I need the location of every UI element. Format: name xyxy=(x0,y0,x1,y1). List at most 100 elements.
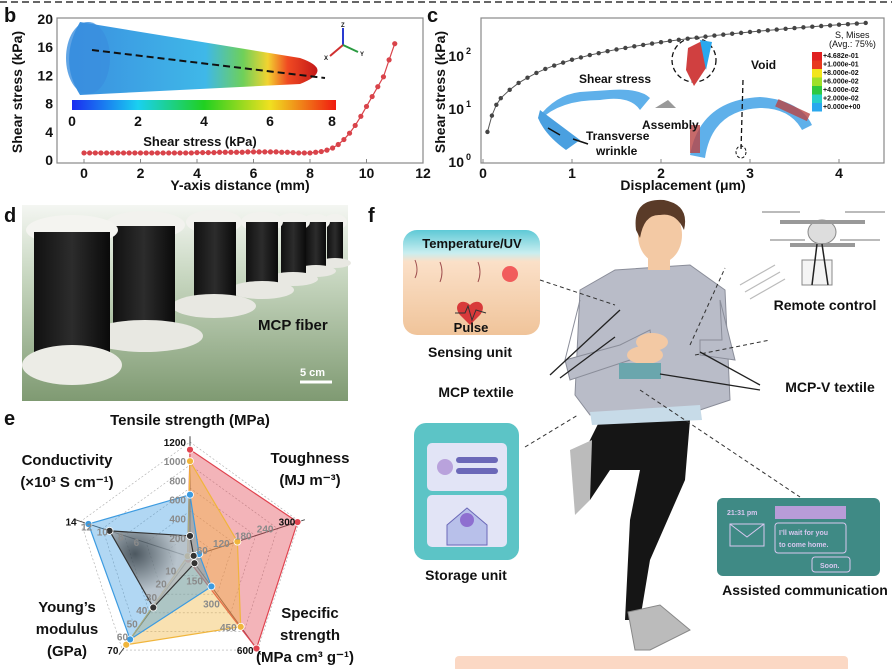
data-point xyxy=(641,42,646,48)
pointer-arrows xyxy=(549,309,761,391)
legend-swatch xyxy=(812,60,822,69)
data-point xyxy=(703,34,708,39)
x-axis-label-c: Displacement (μm) xyxy=(620,177,745,193)
data-point xyxy=(194,149,200,156)
data-point xyxy=(188,150,194,156)
radar-point xyxy=(122,640,131,649)
radar-axis-label: Toughness xyxy=(271,450,350,467)
data-point xyxy=(738,30,744,36)
data-point xyxy=(801,25,806,30)
data-point xyxy=(756,28,762,34)
data-point xyxy=(369,93,375,100)
data-point xyxy=(774,27,779,32)
data-point xyxy=(233,149,240,155)
axis-triad-icon: Z X Y xyxy=(324,23,364,62)
radar-point xyxy=(190,559,199,568)
data-point xyxy=(485,129,490,135)
sensing-unit-label: Sensing unit xyxy=(428,344,512,360)
envelope-icon xyxy=(729,523,765,547)
svg-text:S, Mises: S, Mises xyxy=(835,30,870,40)
data-point xyxy=(765,28,770,33)
x-tick-label: 8 xyxy=(306,165,314,181)
data-point xyxy=(171,150,177,156)
legend-entry: +4.682e-01 xyxy=(823,53,859,60)
radar-tick-label: 1200 xyxy=(164,438,187,449)
annotation-transverse: Transverse xyxy=(586,129,650,143)
radar-tick-label: 10 xyxy=(165,566,177,577)
data-point xyxy=(386,57,392,63)
data-point xyxy=(284,149,290,155)
fiber-spools-photo xyxy=(22,205,351,401)
data-point xyxy=(819,23,824,29)
panel-label-e: e xyxy=(4,408,15,430)
data-point xyxy=(256,149,262,155)
radar-tick-label: 10 xyxy=(97,528,109,539)
data-point xyxy=(358,113,364,119)
data-point xyxy=(267,149,274,155)
radar-tick-label: 400 xyxy=(169,515,186,526)
mcp-v-textile-patch xyxy=(619,363,661,379)
radar-point xyxy=(186,532,194,540)
data-point xyxy=(250,149,257,155)
radar-tick-label: 1000 xyxy=(164,457,187,468)
data-point xyxy=(623,45,628,51)
data-point xyxy=(380,74,387,80)
radar-axis xyxy=(189,519,305,558)
annotation-void: Void xyxy=(751,58,776,72)
y-axis-label-b: Shear stress (kPa) xyxy=(9,31,25,153)
data-point xyxy=(685,36,690,41)
data-point xyxy=(166,150,172,156)
data-point xyxy=(217,149,223,155)
radar-tick-label: 200 xyxy=(169,534,186,545)
radar-point xyxy=(105,526,114,535)
radar-point xyxy=(207,582,216,591)
data-point xyxy=(137,150,144,156)
radar-tick-label: 50 xyxy=(127,619,139,630)
data-point xyxy=(658,40,664,45)
y-tick-label: 16 xyxy=(37,39,53,55)
radar-tick-label: 20 xyxy=(156,580,168,591)
radar-point xyxy=(186,445,194,454)
data-point xyxy=(667,38,673,44)
data-point xyxy=(507,87,512,93)
connector-lines xyxy=(524,267,801,498)
panel-label-c: c xyxy=(427,5,438,27)
radar-tick-label: 60 xyxy=(117,633,129,644)
data-point xyxy=(721,32,726,37)
data-point xyxy=(352,122,358,129)
radar-tick-label: 40 xyxy=(136,606,148,617)
data-point xyxy=(578,55,584,60)
radar-tick-label: 800 xyxy=(169,476,186,487)
x-tick-label: 0 xyxy=(80,165,88,181)
panel-label-b: b xyxy=(4,5,16,27)
radar-grid xyxy=(124,487,256,614)
data-point xyxy=(149,150,155,156)
radar-tick-label: 300 xyxy=(203,600,220,611)
data-point xyxy=(262,149,268,155)
data-point xyxy=(120,150,127,156)
radar-tick-label: 300 xyxy=(279,517,296,528)
radar-tick-label: 600 xyxy=(169,496,186,507)
storage-unit-box xyxy=(414,423,519,560)
legend-entry: +0.000e+00 xyxy=(823,104,860,111)
data-point xyxy=(211,149,217,156)
inset-wrinkle-simulation xyxy=(538,37,812,159)
legend-entry: +6.000e-02 xyxy=(823,79,859,86)
data-point xyxy=(712,33,717,38)
radar-point xyxy=(189,551,198,560)
legend-swatch xyxy=(812,52,822,61)
data-point xyxy=(160,150,166,156)
x-tick-label: 3 xyxy=(746,165,754,181)
data-point xyxy=(205,149,211,156)
data-point xyxy=(324,147,330,153)
y-tick-exponent: 0 xyxy=(466,152,471,162)
legend-entry: +2.000e-02 xyxy=(823,96,859,103)
data-point xyxy=(200,149,206,156)
y-tick-exponent: 1 xyxy=(466,99,471,109)
y-tick-label: 8 xyxy=(45,96,53,112)
message-time: 21:31 pm xyxy=(727,510,757,517)
data-point xyxy=(516,80,521,86)
panel-label-d: d xyxy=(4,205,16,227)
data-point xyxy=(245,149,251,155)
data-point xyxy=(845,21,851,27)
